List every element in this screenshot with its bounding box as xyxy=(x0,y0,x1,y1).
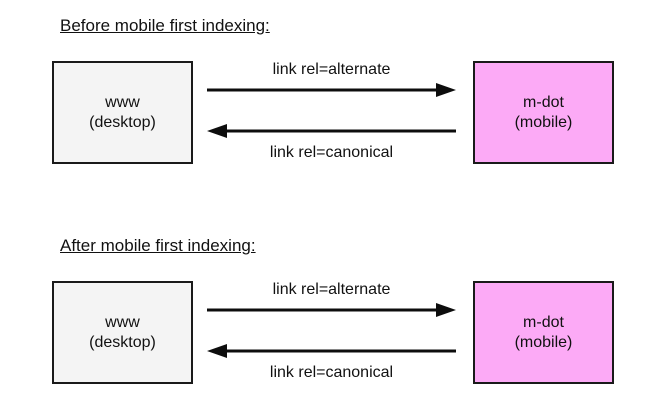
canonical-link-label: link rel=canonical xyxy=(269,364,394,381)
section-heading-after: After mobile first indexing: xyxy=(60,236,256,255)
mobile-box-subtitle: (mobile) xyxy=(514,333,573,351)
alternate-link-label: link rel=alternate xyxy=(272,61,391,78)
arrow-shaft xyxy=(219,349,456,353)
arrow-head-right-icon xyxy=(436,303,456,317)
arrow-shaft xyxy=(219,129,456,133)
section-before-mobile-first-indexing: Before mobile first indexing: www (deskt… xyxy=(0,0,650,192)
arrow-shaft xyxy=(207,88,444,92)
arrow-left-canonical xyxy=(207,124,456,138)
desktop-box: www (desktop) xyxy=(52,281,193,384)
arrow-right-alternate xyxy=(207,83,456,97)
mobile-box-title: m-dot xyxy=(523,313,564,331)
canonical-link-label: link rel=canonical xyxy=(269,144,394,161)
section-after-mobile-first-indexing: After mobile first indexing: www (deskto… xyxy=(0,220,650,412)
arrow-right-alternate xyxy=(207,303,456,317)
section-heading-before: Before mobile first indexing: xyxy=(60,16,270,35)
arrow-shaft xyxy=(207,308,444,312)
desktop-box: www (desktop) xyxy=(52,61,193,164)
desktop-box-title: www xyxy=(105,93,140,111)
desktop-box-subtitle: (desktop) xyxy=(89,333,156,351)
mobile-box: m-dot (mobile) xyxy=(473,61,614,164)
arrow-left-canonical xyxy=(207,344,456,358)
desktop-box-subtitle: (desktop) xyxy=(89,113,156,131)
mobile-box-title: m-dot xyxy=(523,93,564,111)
arrow-head-left-icon xyxy=(207,124,227,138)
alternate-link-label: link rel=alternate xyxy=(272,281,391,298)
mobile-box: m-dot (mobile) xyxy=(473,281,614,384)
mobile-box-subtitle: (mobile) xyxy=(514,113,573,131)
arrow-head-right-icon xyxy=(436,83,456,97)
desktop-box-title: www xyxy=(105,313,140,331)
arrow-head-left-icon xyxy=(207,344,227,358)
